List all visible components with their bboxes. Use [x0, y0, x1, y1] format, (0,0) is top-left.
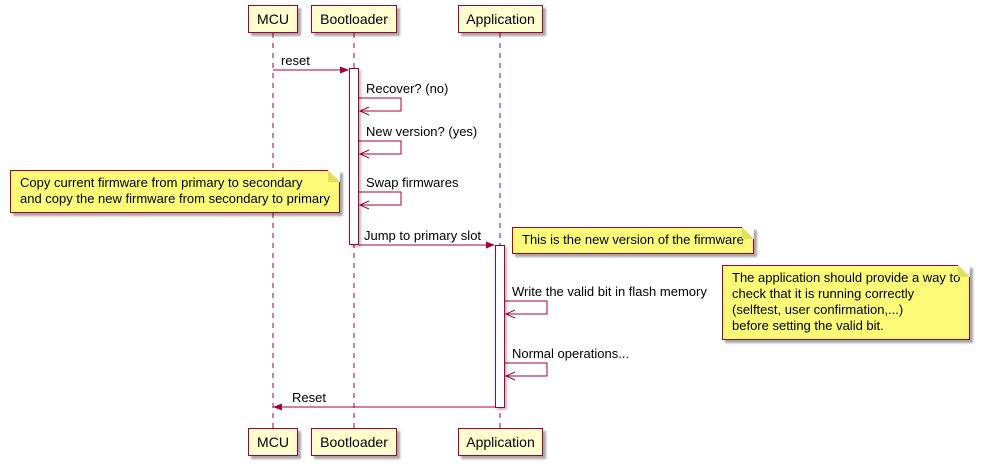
arrow-jump-head — [486, 241, 495, 249]
arrow-recover-line — [359, 97, 402, 112]
note-copy-firmware: Copy current firmware from primary to se… — [10, 170, 340, 213]
note-selftest: The application should provide a way to … — [722, 265, 971, 340]
note-new-version: This is the new version of the firmware — [512, 227, 754, 254]
arrow-recover-head — [358, 106, 370, 116]
message-label-reset: reset — [281, 53, 310, 68]
arrow-reset-head — [340, 66, 349, 74]
message-label-finalreset: Reset — [292, 390, 326, 405]
arrow-validbit-line — [505, 300, 548, 315]
message-label-recover: Recover? (no) — [366, 81, 449, 96]
message-label-normalops: Normal operations... — [512, 346, 630, 361]
message-label-jump: Jump to primary slot — [364, 228, 482, 243]
arrow-newversion-head — [358, 149, 370, 159]
participant-mcu-bottom: MCU — [248, 428, 298, 456]
message-label-swap: Swap firmwares — [366, 175, 459, 190]
arrow-finalreset-head — [273, 403, 282, 411]
message-label-newversion: New version? (yes) — [366, 124, 478, 139]
message-label-validbit: Write the valid bit in flash memory — [512, 284, 707, 299]
activation-application — [495, 245, 505, 408]
arrow-validbit-head — [504, 309, 516, 319]
arrow-swap-head — [358, 200, 370, 210]
participant-application-bottom: Application — [458, 428, 543, 456]
participant-bootloader-bottom: Bootloader — [311, 428, 397, 456]
participant-application-top: Application — [458, 5, 543, 33]
arrow-swap-line — [359, 191, 402, 206]
arrow-normalops-line — [505, 362, 548, 377]
participant-bootloader-top: Bootloader — [311, 5, 397, 33]
participant-mcu-top: MCU — [248, 5, 298, 33]
activation-bootloader — [349, 68, 359, 245]
arrow-newversion-line — [359, 140, 402, 155]
arrow-normalops-head — [504, 371, 516, 381]
